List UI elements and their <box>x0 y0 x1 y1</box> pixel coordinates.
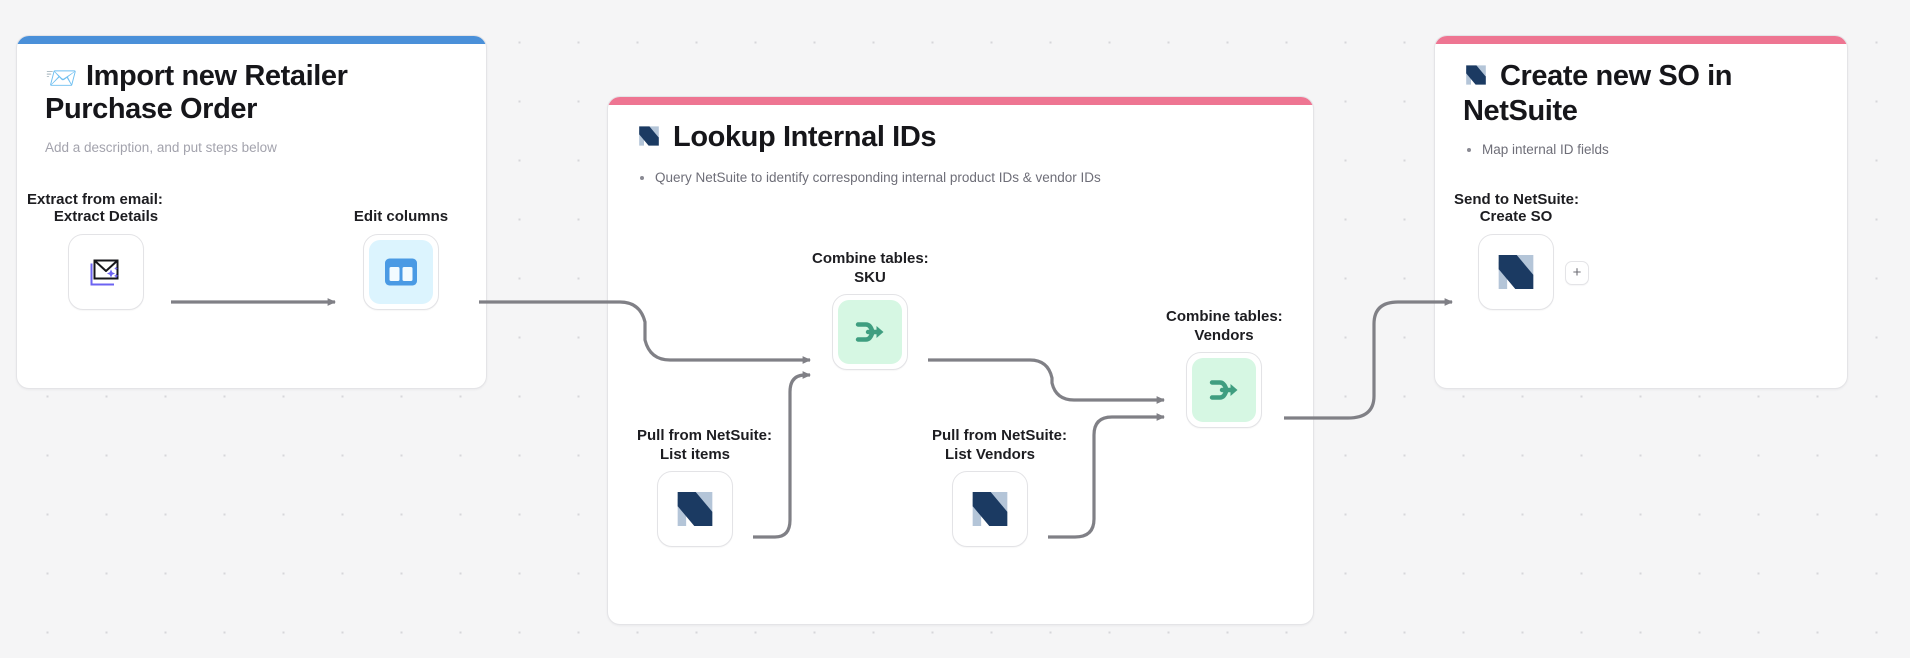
email-sparkle-icon <box>90 259 119 286</box>
bullet-query-netsuite: Query NetSuite to identify corresponding… <box>655 168 1285 188</box>
card-description-placeholder[interactable]: Add a description, and put steps below <box>45 139 277 155</box>
node-create-so[interactable]: Create SO + <box>1457 208 1589 310</box>
node-label-list-items-line2: List items <box>659 445 731 463</box>
card-accent-bar-blue <box>17 36 486 44</box>
node-box-combine-vendors[interactable] <box>1186 352 1262 429</box>
node-label-combine-sku-line2: SKU <box>854 268 886 286</box>
netsuite-logo-icon <box>677 492 713 527</box>
card-bullets-lookup: Query NetSuite to identify corresponding… <box>636 168 1285 188</box>
card-accent-bar-pink-1 <box>608 97 1313 105</box>
node-label-list-items-line1: Pull from NetSuite: <box>637 427 773 444</box>
node-box-edit-columns[interactable] <box>363 233 439 310</box>
group-label-extract-from-email: Extract from email: <box>27 191 163 208</box>
node-label-extract-details: Extract Details <box>53 208 159 225</box>
bullet-map-internal-id: Map internal ID fields <box>1482 140 1819 160</box>
node-pull-list-vendors[interactable]: Pull from NetSuite: List Vendors <box>932 427 1067 548</box>
node-label-list-vendors: Pull from NetSuite: List Vendors <box>932 427 1067 464</box>
card-title-text-lookup: Lookup Internal IDs <box>673 121 937 153</box>
group-label-send-to-netsuite: Send to NetSuite: <box>1454 191 1580 208</box>
node-combine-tables-vendors[interactable]: Combine tables: Vendors <box>1166 308 1283 429</box>
node-combine-tables-sku[interactable]: Combine tables: SKU <box>812 250 929 371</box>
card-accent-bar-pink-2 <box>1435 36 1847 44</box>
card-import-purchase-order[interactable]: 📨Import new Retailer Purchase Order Add … <box>16 35 487 389</box>
netsuite-logo-icon <box>972 492 1008 527</box>
node-label-create-so: Create SO <box>1479 208 1553 225</box>
card-title-text-create-so-line1: Create new SO in <box>1500 60 1733 92</box>
merge-arrow-icon <box>1209 380 1238 400</box>
card-title-text: Import new Retailer Purchase Order <box>45 60 348 126</box>
card-title-create-so: Create new SO in NetSuite <box>1463 60 1819 128</box>
node-label-combine-sku-line1: Combine tables: <box>812 250 929 267</box>
merge-arrow-icon <box>855 322 884 342</box>
card-bullets-create-so: Map internal ID fields <box>1463 140 1819 160</box>
node-label-combine-vendors-line2: Vendors <box>1194 326 1254 344</box>
card-title-import: 📨Import new Retailer Purchase Order <box>45 60 458 126</box>
node-label-combine-sku: Combine tables: SKU <box>812 250 929 287</box>
netsuite-logo-icon <box>636 123 662 156</box>
columns-table-icon <box>385 258 417 286</box>
node-label-list-vendors-line1: Pull from NetSuite: <box>932 427 1068 444</box>
node-box-list-items[interactable] <box>657 471 733 548</box>
node-box-extract-details[interactable] <box>68 233 144 310</box>
add-step-button[interactable]: + <box>1565 260 1589 285</box>
node-box-combine-sku[interactable] <box>832 294 908 371</box>
node-label-edit-columns: Edit columns <box>353 208 449 225</box>
node-label-list-items: Pull from NetSuite: List items <box>637 427 772 464</box>
node-box-list-vendors[interactable] <box>952 471 1028 548</box>
card-create-so-netsuite[interactable]: Create new SO in NetSuite Map internal I… <box>1434 35 1848 389</box>
incoming-envelope-emoji: 📨 <box>45 63 77 93</box>
node-box-create-so[interactable]: + <box>1478 233 1589 310</box>
card-title-text-create-so-line2: NetSuite <box>1463 95 1578 128</box>
card-title-lookup: Lookup Internal IDs <box>636 121 1285 156</box>
node-label-combine-vendors: Combine tables: Vendors <box>1166 308 1283 345</box>
node-label-combine-vendors-line1: Combine tables: <box>1166 308 1283 325</box>
netsuite-logo-icon <box>1498 254 1534 289</box>
node-label-list-vendors-line2: List Vendors <box>944 445 1036 463</box>
netsuite-logo-icon <box>1463 62 1489 95</box>
node-extract-details[interactable]: Extract Details <box>45 208 167 310</box>
node-edit-columns[interactable]: Edit columns <box>340 208 462 310</box>
node-pull-list-items[interactable]: Pull from NetSuite: List items <box>637 427 772 548</box>
